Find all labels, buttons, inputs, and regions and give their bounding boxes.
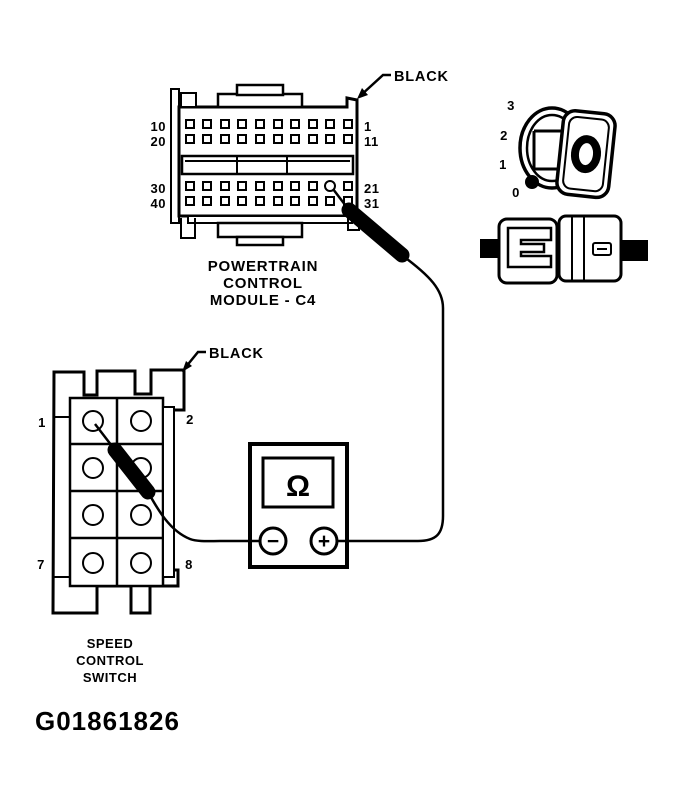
ohmmeter-display — [261, 456, 335, 509]
inline-connector-pair — [480, 214, 648, 285]
pcm-bottom-left-hook — [180, 218, 196, 239]
key-head-outline — [555, 109, 617, 200]
pcm-pin-label-left-20: 20 — [151, 134, 166, 149]
speed-control-switch-connector: 1 2 7 8 BLACK SPEED CONTROL SWITCH — [37, 346, 264, 685]
figure-code: G01861826 — [35, 706, 180, 736]
ignition-position-3: 3 — [507, 98, 515, 113]
inline-left-wire-stub — [480, 239, 500, 258]
ignition-switch-illustration: 3 2 1 0 — [499, 98, 617, 200]
arrowhead-icon — [357, 88, 368, 99]
pcm-probed-pin — [324, 180, 336, 192]
ohm-symbol: Ω — [286, 470, 310, 503]
pcm-caption: POWERTRAIN CONTROL MODULE - C4 — [208, 258, 319, 309]
ignition-position-2: 2 — [500, 128, 508, 143]
switch-color-callout: BLACK — [182, 346, 264, 372]
pcm-pin-label-left-30: 30 — [151, 181, 166, 196]
pcm-pin-label-right-21: 21 — [364, 181, 379, 196]
pcm-probe-icon — [341, 202, 410, 263]
test-lead-switch — [94, 423, 262, 543]
pcm-top-step — [180, 92, 197, 108]
switch-color-leader-line — [184, 350, 206, 369]
pcm-pin-label-left-40: 40 — [151, 196, 166, 211]
switch-lead-wire — [146, 491, 262, 543]
switch-caption-line3: SWITCH — [83, 670, 137, 685]
pcm-mid-band-dividers — [185, 156, 350, 174]
pcm-caption-line2: CONTROL — [223, 275, 303, 292]
switch-pin-label-1: 1 — [38, 415, 46, 430]
pcm-caption-line3: MODULE - C4 — [210, 292, 316, 309]
pcm-bottom-tab-small — [235, 235, 285, 247]
ignition-position-0: 0 — [512, 185, 520, 200]
minus-terminal-icon — [258, 526, 288, 556]
pcm-pin-label-right-31: 31 — [364, 196, 379, 211]
key-head-hole — [570, 135, 602, 174]
switch-color-label: BLACK — [209, 346, 264, 362]
key-head — [555, 109, 617, 200]
plus-terminal-label: + — [318, 530, 330, 553]
key-head-inner-outline — [562, 116, 610, 193]
pcm-pin-label-right-1: 1 — [364, 119, 372, 134]
pcm-color-label: BLACK — [394, 69, 449, 85]
inline-left-terminal-slot — [506, 226, 553, 269]
ignition-position-1: 1 — [499, 157, 507, 172]
pcm-mid-band — [180, 154, 355, 176]
pcm-caption-line1: POWERTRAIN — [208, 258, 319, 275]
switch-pin-label-2: 2 — [186, 412, 194, 427]
switch-left-rail-steps — [54, 416, 70, 578]
ohmmeter-terminals: − + — [258, 526, 339, 556]
switch-caption: SPEED CONTROL SWITCH — [76, 636, 144, 685]
plus-terminal-icon — [309, 526, 339, 556]
pcm-color-callout: BLACK — [357, 69, 449, 99]
pcm-connector: 10 20 30 40 1 11 21 31 BLACK POWERTRAIN … — [151, 69, 449, 309]
pcm-bottom-tab-wide — [216, 221, 304, 239]
inline-right-wire-stub — [621, 240, 648, 261]
switch-right-rail — [162, 406, 175, 578]
minus-terminal-label: − — [267, 530, 279, 553]
pcm-color-leader-line — [359, 73, 391, 97]
pcm-top-tab-small — [235, 83, 285, 97]
pcm-lead-wire — [337, 254, 445, 543]
switch-pin-label-7: 7 — [37, 557, 45, 572]
inline-right-body-ribs — [571, 217, 585, 280]
switch-pin-label-8: 8 — [185, 557, 193, 572]
test-lead-pcm — [332, 188, 445, 543]
ignition-position-dot — [525, 175, 539, 189]
switch-probe-icon — [107, 442, 156, 500]
pcm-pin-label-left-10: 10 — [151, 119, 166, 134]
pcm-pin-label-right-11: 11 — [364, 134, 379, 149]
switch-caption-line1: SPEED — [87, 636, 134, 651]
pcm-pin-grid — [185, 119, 353, 206]
switch-caption-line2: CONTROL — [76, 653, 144, 668]
arrowhead-icon — [182, 361, 192, 372]
